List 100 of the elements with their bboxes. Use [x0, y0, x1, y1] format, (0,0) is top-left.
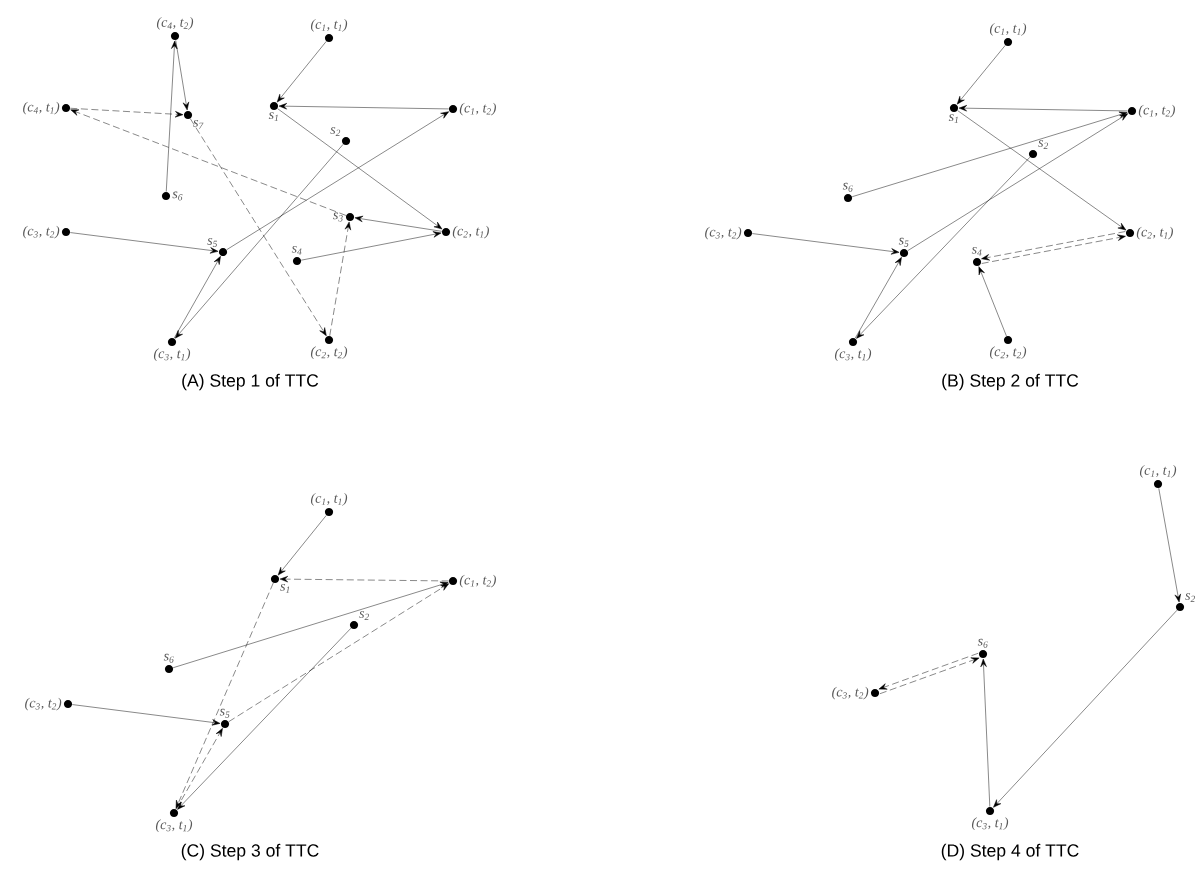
arrow: [354, 215, 442, 232]
node-label: (c$_{1}$, t$_{2}$): [459, 574, 496, 588]
caption: (A) Step 1 of TTC: [182, 373, 319, 391]
labelled-point: s$_{6}$: [977, 638, 988, 659]
node-label: s$_{1}$: [280, 584, 290, 593]
arrow: [278, 103, 449, 110]
node-label: (c$_{3}$, t$_{1}$): [155, 819, 193, 833]
node-label: (c$_{3}$, t$_{2}$): [705, 226, 742, 240]
labelled-point: (c$_{4}$, t$_{2}$): [156, 16, 194, 41]
node-label: (c$_{3}$, t$_{1}$): [971, 817, 1009, 831]
labelled-point: s$_{5}$: [219, 708, 230, 729]
arrow: [301, 231, 442, 261]
arrow: [228, 583, 449, 722]
labelled-point: (c$_{1}$, t$_{1}$): [310, 18, 348, 43]
node-label: (c$_{3}$, t$_{1}$): [153, 348, 191, 362]
labelled-point: (c$_{2}$, t$_{2}$): [310, 335, 348, 360]
node-label: s$_{7}$: [193, 120, 204, 129]
labelled-point: s$_{1}$: [268, 101, 279, 122]
labelled-point: s$_{5}$: [207, 238, 228, 257]
node-label: s$_{1}$: [948, 114, 958, 124]
node-label: (c$_{4}$, t$_{2}$): [156, 16, 194, 30]
arrow: [277, 515, 327, 576]
arrow: [177, 627, 352, 810]
node-label: s$_{2}$: [330, 127, 341, 136]
labelled-point: (c$_{3}$, t$_{2}$): [832, 686, 880, 700]
node-label: (c$_{4}$, t$_{1}$): [23, 101, 60, 115]
node-label: s$_{6}$: [977, 638, 988, 648]
labelled-point: (c$_{1}$, t$_{2}$): [448, 102, 496, 116]
arrow: [329, 221, 351, 336]
node-label: (c$_{3}$, t$_{1}$): [834, 348, 872, 362]
arrow: [70, 108, 184, 118]
arrow: [907, 113, 1128, 251]
node-label: s$_{6}$: [172, 191, 183, 201]
labelled-point: (c$_{3}$, t$_{1}$): [155, 808, 193, 833]
arrow: [175, 40, 190, 111]
node-label: s$_{6}$: [842, 182, 853, 192]
arrow: [173, 256, 221, 339]
labelled-point: (c$_{3}$, t$_{2}$): [25, 697, 73, 711]
node-label: (c$_{1}$, t$_{1}$): [310, 492, 348, 506]
labelled-point: (c$_{1}$, t$_{1}$): [310, 492, 348, 517]
node-label: (c$_{2}$, t$_{1}$): [452, 225, 489, 239]
labelled-point: (c$_{1}$, t$_{1}$): [1139, 464, 1177, 489]
node-label: (c$_{1}$, t$_{1}$): [1139, 464, 1177, 478]
labelled-point: s$_{2}$: [1175, 593, 1195, 612]
labelled-point: s$_{6}$: [842, 182, 853, 203]
node-label: s$_{1}$: [268, 112, 278, 122]
arrow: [226, 111, 449, 250]
caption: (C) Step 3 of TTC: [181, 843, 319, 861]
labelled-point: s$_{2}$: [330, 127, 351, 146]
arrow: [277, 108, 443, 230]
node-label: s$_{5}$: [898, 237, 909, 247]
node-label: (c$_{1}$, t$_{2}$): [459, 102, 496, 116]
arrow: [175, 144, 344, 339]
arrow: [279, 576, 449, 583]
arrow: [856, 156, 1031, 339]
arrow: [980, 658, 991, 807]
node-label: s$_{5}$: [207, 238, 218, 247]
labelled-point: s$_{2}$: [1028, 140, 1048, 159]
labelled-point: (c$_{3}$, t$_{1}$): [153, 337, 191, 362]
node-label: s$_{2}$: [1185, 593, 1196, 602]
arrow: [978, 266, 1007, 337]
node-label: (c$_{3}$, t$_{2}$): [23, 225, 60, 239]
arrow: [752, 233, 900, 255]
arrow: [70, 109, 347, 216]
labelled-point: (c$_{2}$, t$_{1}$): [441, 225, 489, 239]
node-label: s$_{5}$: [219, 708, 230, 718]
node-label: s$_{2}$: [1038, 140, 1049, 149]
node-label: (c$_{3}$, t$_{2}$): [25, 697, 62, 711]
node-label: (c$_{2}$, t$_{1}$): [1136, 226, 1173, 240]
arrow: [175, 582, 274, 809]
arrow: [190, 118, 327, 336]
arrow: [70, 232, 219, 254]
node-label: s$_{4}$: [291, 245, 302, 255]
labelled-point: (c$_{3}$, t$_{1}$): [834, 337, 872, 362]
labelled-point: (c$_{2}$, t$_{1}$): [1125, 226, 1173, 240]
labelled-point: (c$_{1}$, t$_{2}$): [448, 574, 496, 588]
caption: (B) Step 2 of TTC: [942, 373, 1079, 391]
labelled-point: s$_{1}$: [948, 103, 959, 124]
node-label: (c$_{2}$, t$_{2}$): [989, 346, 1027, 360]
arrow: [276, 41, 327, 103]
labelled-point: s$_{7}$: [183, 110, 204, 129]
arrow: [956, 45, 1006, 105]
node-label: (c$_{3}$, t$_{2}$): [832, 686, 869, 700]
labelled-point: s$_{5}$: [898, 237, 909, 258]
labelled-point: s$_{2}$: [349, 611, 369, 630]
labelled-point: (c$_{1}$, t$_{1}$): [989, 22, 1027, 47]
labelled-point: (c$_{1}$, t$_{2}$): [1127, 104, 1175, 118]
node-label: s$_{3}$: [333, 212, 343, 222]
arrow: [166, 40, 178, 192]
arrow: [957, 110, 1127, 231]
arrow: [172, 581, 449, 668]
node-label: s$_{4}$: [971, 246, 982, 256]
node-label: (c$_{1}$, t$_{1}$): [310, 18, 348, 32]
labelled-point: (c$_{3}$, t$_{2}$): [23, 225, 71, 239]
labelled-point: s$_{6}$: [161, 191, 183, 201]
labelled-point: s$_{4}$: [971, 246, 982, 267]
node-label: (c$_{1}$, t$_{2}$): [1138, 104, 1175, 118]
arrow: [854, 257, 902, 339]
labelled-point: s$_{6}$: [163, 653, 174, 674]
arrow: [958, 105, 1128, 112]
